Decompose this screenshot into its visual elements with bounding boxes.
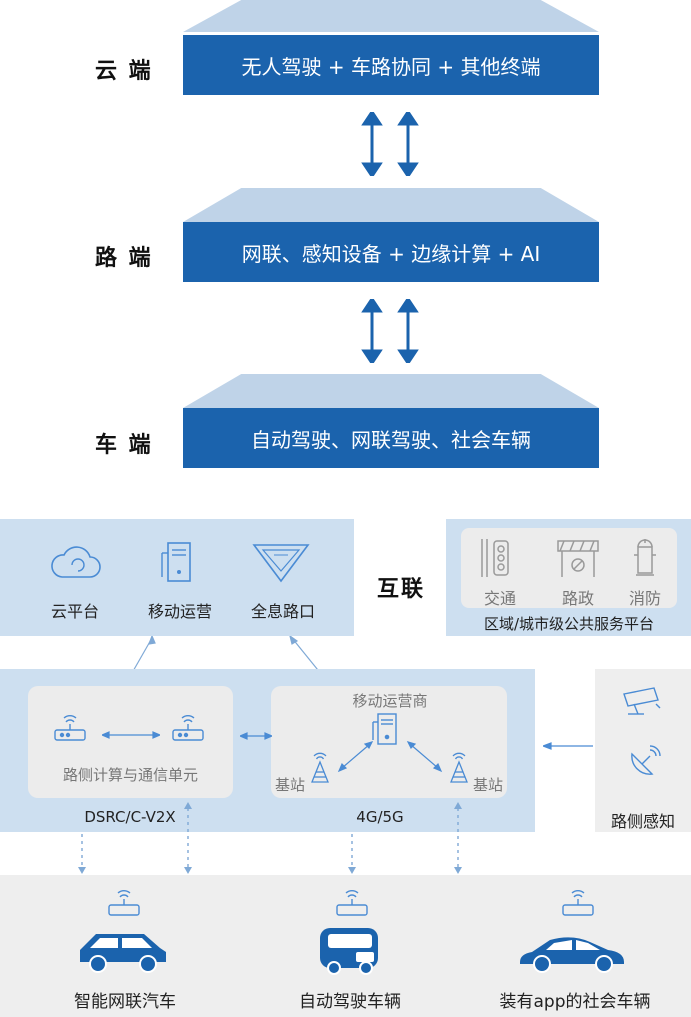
server-icon — [161, 542, 191, 582]
autonomous-vehicle-label: 自动驾驶车辆 — [299, 992, 401, 1012]
road-admin-label: 路政 — [561, 589, 594, 608]
base-station-left-label: 基站 — [274, 776, 305, 794]
cellular-label: 4G/5G — [356, 808, 404, 826]
interconnect-label: 互联 — [377, 577, 426, 602]
surveillance-camera-icon — [623, 687, 661, 715]
connected-car-label: 智能网联汽车 — [74, 992, 176, 1012]
router-icon — [172, 715, 204, 741]
traffic-light-icon — [481, 539, 509, 577]
suv-icon — [80, 934, 166, 973]
router-icon — [562, 890, 594, 916]
dsrc-label: DSRC/C-V2X — [84, 808, 176, 826]
fire-hydrant-icon — [634, 539, 656, 576]
holographic-intersection-label: 全息路口 — [250, 602, 315, 621]
cloud-platform-panel — [0, 519, 354, 636]
tier-vehicle-label: 车 端 — [95, 433, 153, 458]
double-arrow-icon — [361, 112, 419, 176]
app-social-vehicle-label: 装有app的社会车辆 — [499, 992, 651, 1012]
tier-road-label: 路 端 — [95, 246, 153, 271]
cloud-platform-label: 云平台 — [50, 602, 99, 621]
bidirectional-arrow-icon — [102, 731, 160, 739]
radar-dish-icon — [631, 745, 661, 775]
sedan-icon — [520, 937, 624, 973]
tier-road-box: 网联、感知设备 + 边缘计算 + AI — [183, 222, 599, 282]
traffic-label: 交通 — [483, 589, 516, 608]
dotted-links — [78, 802, 462, 874]
mobile-operator-title: 移动运营商 — [352, 692, 428, 710]
tier-cloud-label: 云 端 — [95, 59, 153, 84]
rsu-box — [28, 686, 233, 798]
roadside-sensing-label: 路侧感知 — [610, 812, 675, 831]
server-icon — [372, 713, 397, 745]
router-icon — [336, 890, 368, 916]
rsu-caption: 路侧计算与通信单元 — [62, 766, 198, 784]
mobile-operation-label: 移动运营 — [147, 602, 212, 621]
tier-cloud-box: 无人驾驶 + 车路协同 + 其他终端 — [183, 35, 599, 95]
tier-road-top — [183, 188, 599, 222]
cell-tower-icon — [311, 752, 329, 783]
router-icon — [54, 715, 86, 741]
tier-cloud-top — [183, 0, 599, 32]
cell-tower-icon — [450, 752, 468, 783]
base-station-right-label: 基站 — [472, 776, 503, 794]
road-administration-icon — [557, 540, 599, 577]
router-icon — [108, 890, 140, 916]
base-station-links — [337, 741, 443, 773]
left-arrow-icon — [543, 742, 593, 750]
roadside-sensing-panel — [595, 669, 691, 832]
tier-vehicle-top — [183, 374, 599, 408]
bus-icon — [320, 928, 378, 975]
mobile-operator-box — [271, 686, 507, 798]
bidirectional-arrow-icon — [240, 732, 272, 740]
cloud-icon — [51, 546, 101, 578]
holographic-intersection-icon — [252, 544, 310, 583]
public-service-caption: 区域/城市级公共服务平台 — [483, 615, 655, 633]
tier-vehicle-box: 自动驾驶、网联驾驶、社会车辆 — [183, 408, 599, 468]
double-arrow-icon — [361, 299, 419, 363]
fire-label: 消防 — [628, 589, 661, 608]
